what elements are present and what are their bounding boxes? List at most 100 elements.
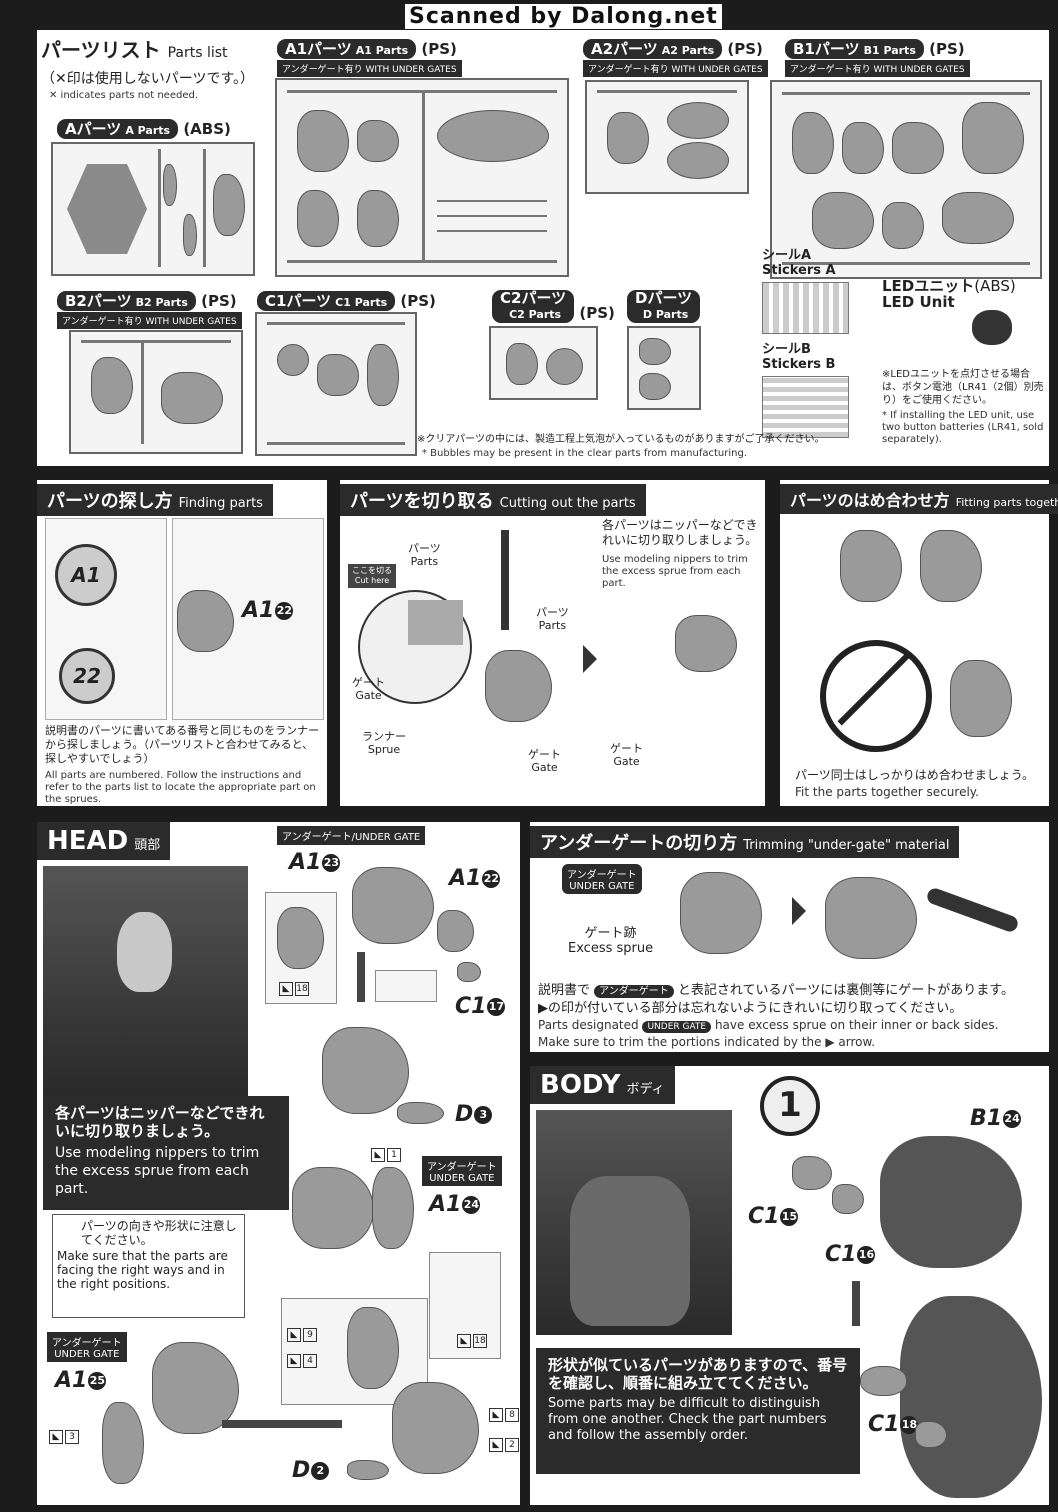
helmet-part	[177, 590, 234, 652]
sticker-a-label: シールA Stickers A	[762, 248, 836, 278]
body-part-c1-15	[792, 1156, 832, 1190]
body-order-note: 形状が似ているパーツがありますので、番号を確認し、順番に組み立ててください。 S…	[536, 1348, 860, 1474]
b2-under-gate-label: アンダーゲート有り WITH UNDER GATES	[57, 312, 242, 329]
sticker-ref-9: ◣9	[287, 1328, 319, 1342]
body-part-c1-16	[832, 1184, 864, 1214]
led-unit-label: LEDユニット(ABS) LED Unit	[882, 277, 1016, 311]
head-part-d2	[347, 1460, 389, 1480]
cutting-text-en: Use modeling nippers to trim the excess …	[602, 554, 748, 589]
parts-list-title: パーツリスト Parts list	[41, 38, 228, 62]
inset-part-3	[347, 1307, 399, 1389]
sticker-ref-1: ◣1	[371, 1148, 403, 1162]
no-icon	[820, 640, 932, 752]
watermark: Scanned by Dalong.net	[405, 4, 722, 29]
b1-parts-runner	[770, 80, 1042, 279]
zoom-part	[408, 600, 463, 645]
head-assembly-2	[292, 1167, 374, 1249]
cut-here-tag: ここを切る Cut here	[348, 564, 396, 588]
helmet-on-runner	[485, 650, 552, 722]
trim-next-arrow	[792, 897, 806, 925]
head-part-a1-24	[372, 1167, 414, 1249]
fitted-helmet	[950, 660, 1012, 737]
fitting-text-ja: パーツ同士はしっかりはめ合わせましょう。	[795, 768, 1035, 782]
head-orient-note: パーツの向きや形状に注意してください。 Make sure that the p…	[52, 1214, 245, 1318]
fit-part-left	[840, 530, 902, 602]
finding-text-ja: 説明書のパーツに書いてある番号と同じものをランナーから探しましょう。（パーツリス…	[45, 724, 320, 765]
head-part-d3	[397, 1102, 444, 1124]
body-part-b1-24	[880, 1136, 1022, 1268]
parts-list-note-ja: （✕印は使用しないパーツです。）	[41, 71, 255, 87]
head-nipper-note: 各パーツはニッパーなどできれいに切り取りましょう。 Use modeling n…	[43, 1096, 289, 1210]
next-arrow	[583, 645, 597, 673]
body-down-arrow	[852, 1281, 860, 1326]
d-parts-runner	[627, 326, 701, 410]
body-part-c1-18	[860, 1366, 907, 1396]
finding-text-en: All parts are numbered. Follow the instr…	[45, 770, 316, 805]
runner-tag-a1: A1	[55, 544, 117, 606]
c2-parts-runner	[489, 326, 598, 400]
trim-part-before	[680, 872, 762, 954]
fitting-text-en: Fit the parts together securely.	[795, 785, 979, 799]
sticker-ref-8: ◣8	[489, 1408, 521, 1422]
body-photo-torso	[570, 1176, 690, 1326]
sticker-ref-18b: ◣18	[457, 1334, 489, 1348]
head-assembly-1	[322, 1027, 409, 1114]
head-inset-2	[429, 1252, 501, 1359]
led-unit-image	[972, 310, 1012, 345]
head-part-a1-25	[102, 1402, 144, 1484]
clear-parts-note-en: * Bubbles may be present in the clear pa…	[422, 448, 748, 459]
runner-tag-22: 22	[59, 648, 115, 704]
trimmed-helmet	[675, 615, 737, 672]
sticker-ref-18a: ◣18	[279, 982, 311, 996]
head-right-arrow	[222, 1420, 342, 1428]
nipper-icon	[485, 530, 525, 630]
a2-under-gate-label: アンダーゲート有り WITH UNDER GATES	[583, 60, 768, 77]
a-hex-part	[67, 164, 147, 254]
a2-parts-runner	[585, 80, 749, 194]
led-note-en: * If installing the LED unit, use two bu…	[882, 410, 1044, 445]
sticker-ref-2: ◣2	[489, 1438, 521, 1452]
inset-part-1	[277, 907, 324, 969]
body-assembly	[900, 1296, 1042, 1498]
sticker-ref-3: ◣3	[49, 1430, 81, 1444]
sticker-b-label: シールB Stickers B	[762, 342, 836, 372]
b1-under-gate-label: アンダーゲート有り WITH UNDER GATES	[785, 60, 970, 77]
trimming-text-en: Parts designated UNDER GATE have excess …	[538, 1018, 999, 1049]
parts-list-panel: パーツリスト Parts list （✕印は使用しないパーツです。） ✕ ind…	[37, 30, 1049, 466]
head-part-c1-17	[457, 962, 481, 982]
led-note-ja: ※LEDユニットを点灯させる場合は、ボタン電池（LR41（2個）別売り）をご使用…	[882, 369, 1044, 406]
head-photo-helmet	[117, 912, 172, 992]
head-assembly-3	[152, 1342, 239, 1434]
